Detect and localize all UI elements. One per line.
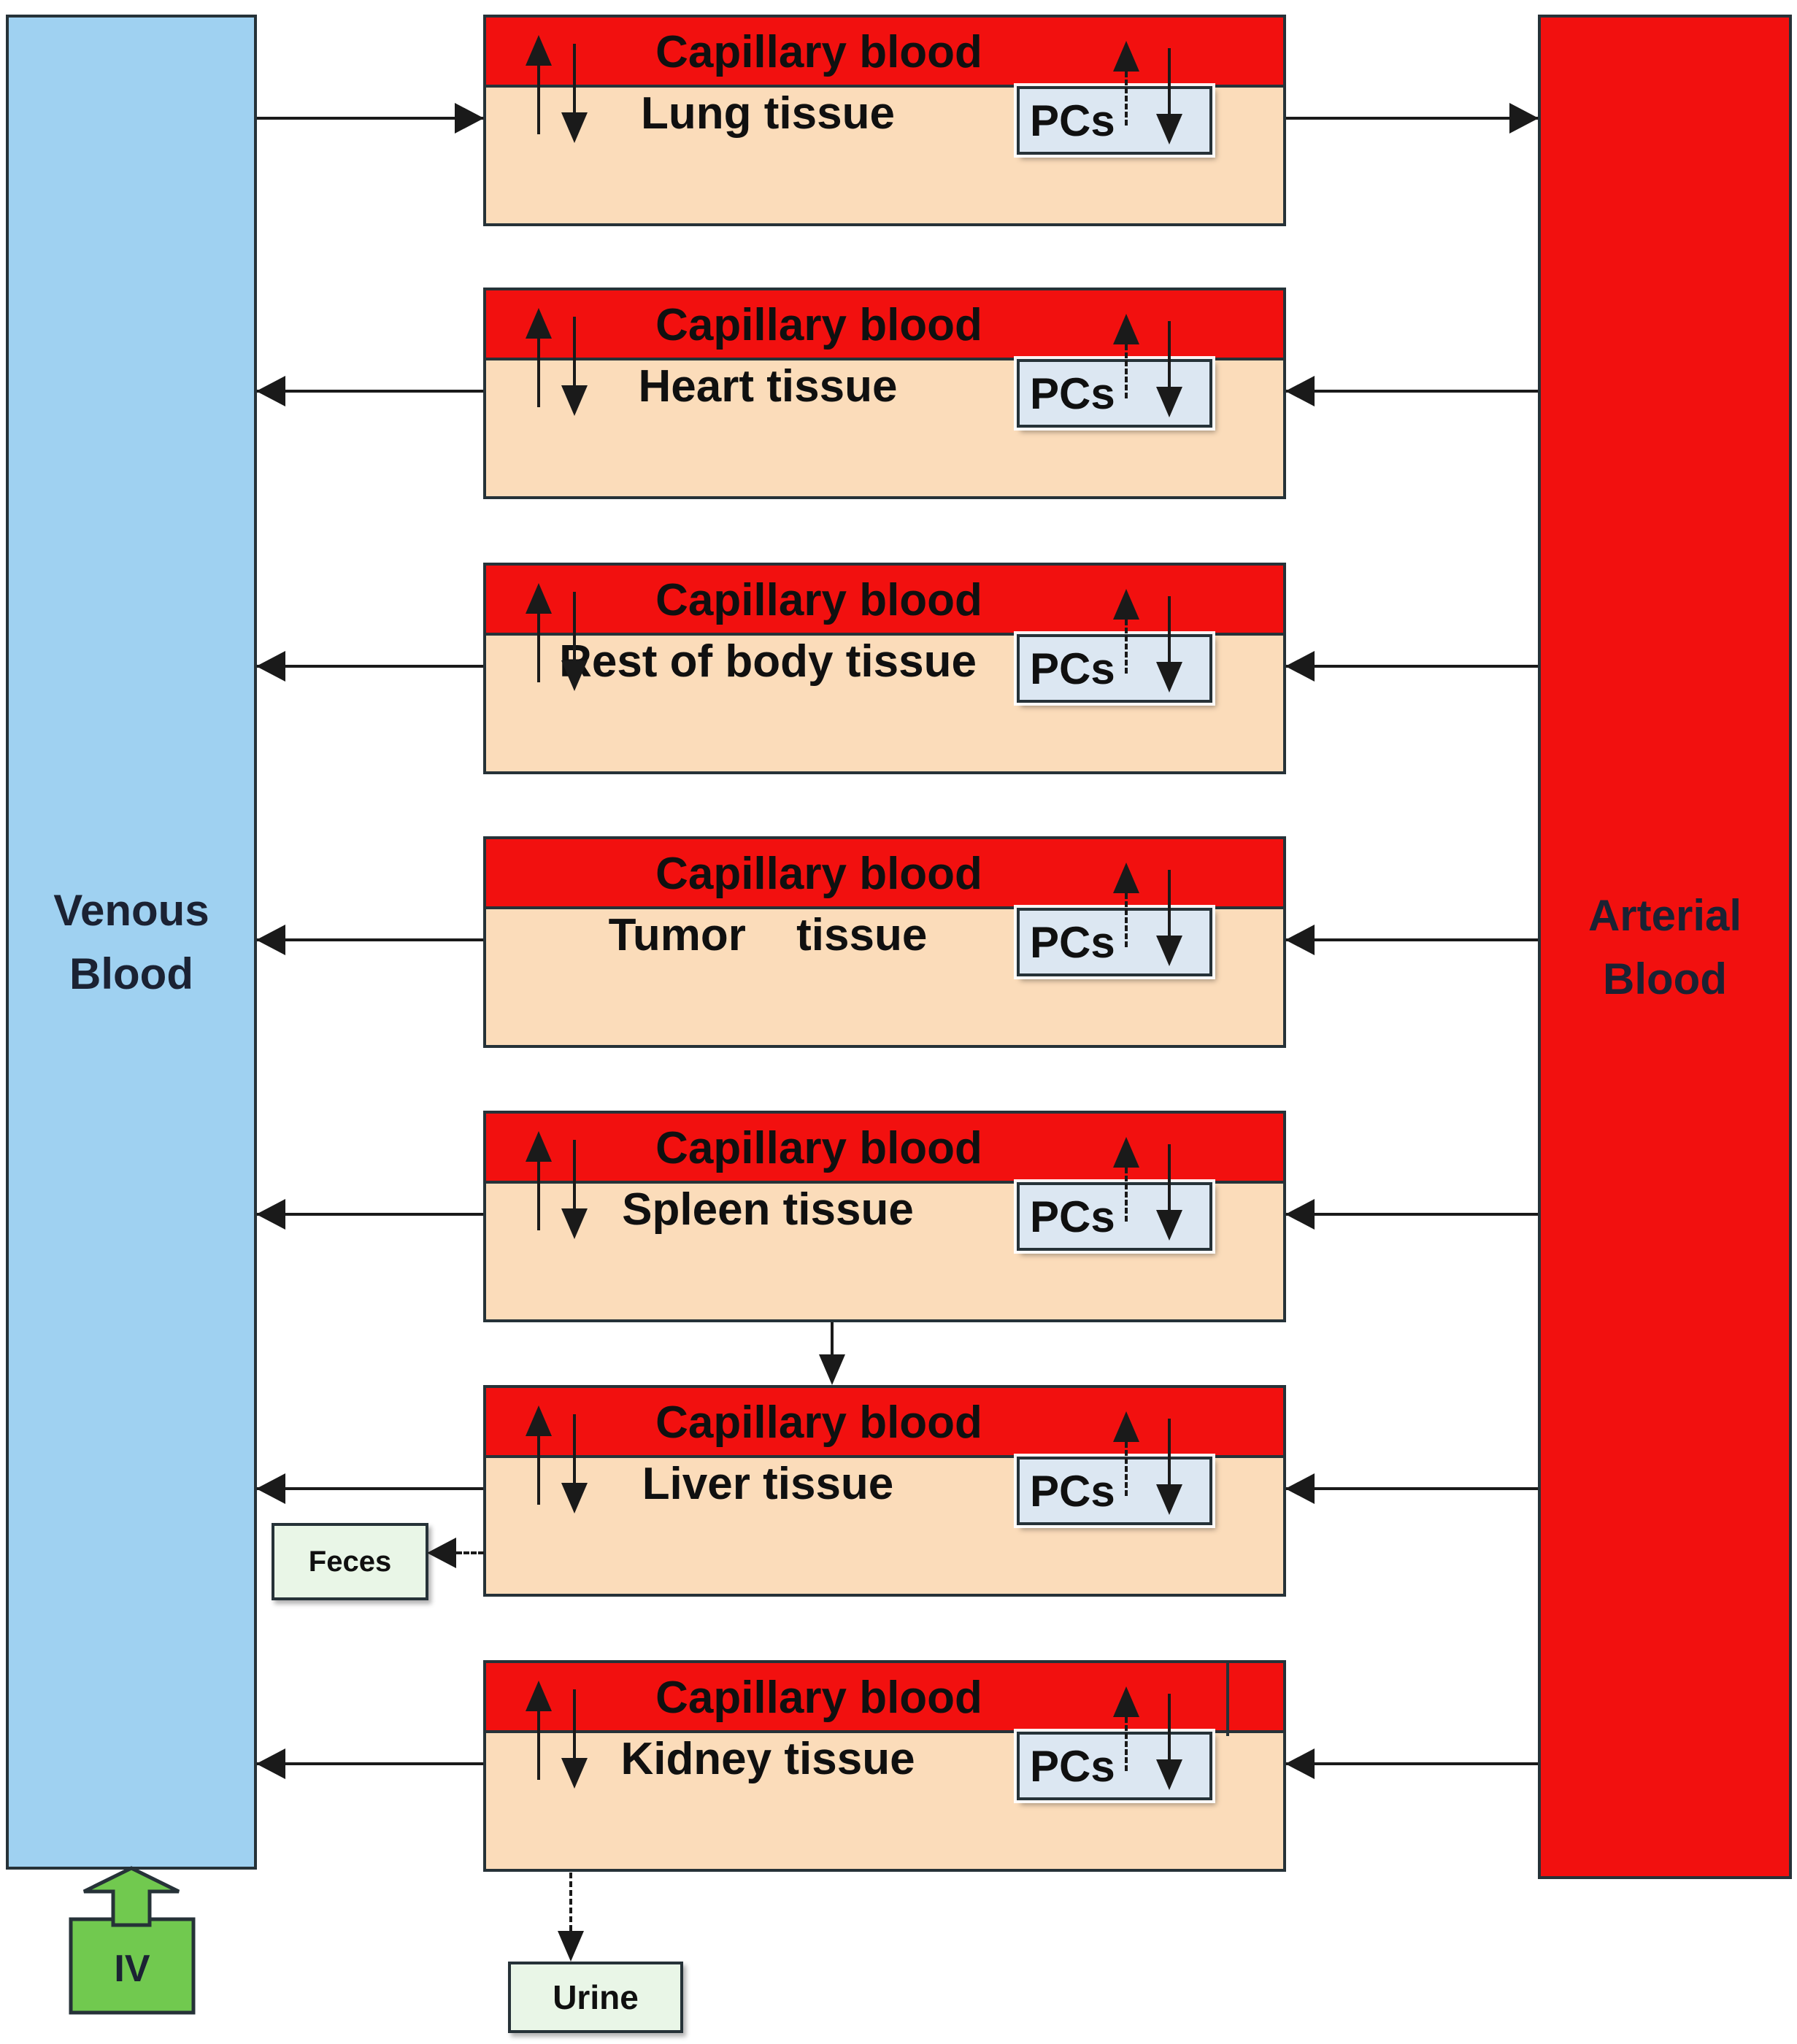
capillary-to-tissue-arrow xyxy=(561,44,588,143)
pcs-box: PCs xyxy=(1017,86,1212,155)
heart-tissue-label: Heart tissue xyxy=(638,361,898,412)
compartment-lung: Capillary blood Lung tissue PCs xyxy=(257,15,1539,226)
pcs-box: PCs xyxy=(1017,1732,1212,1800)
urine-box: Urine xyxy=(508,1962,683,2033)
capillary-blood-label: Capillary blood xyxy=(655,1123,982,1173)
capillary-to-tissue-arrow xyxy=(561,1414,588,1513)
capillary-blood-label: Capillary blood xyxy=(655,1397,982,1448)
pcs-up-dashed-arrow xyxy=(1113,589,1139,674)
capillary-blood-label: Capillary blood xyxy=(655,300,982,350)
capillary-blood-strip xyxy=(483,1385,1286,1458)
pcs-up-dashed-arrow xyxy=(1113,41,1139,126)
capillary-blood-strip xyxy=(483,563,1286,636)
tissue-to-capillary-arrow xyxy=(526,1405,552,1505)
iv-block-arrow-icon: IV xyxy=(69,1866,196,2015)
compartment-kidney: Capillary blood Kidney tissue PCs xyxy=(256,1660,1538,1872)
pcs-label: PCs xyxy=(1030,644,1115,693)
pcs-up-dashed-arrow xyxy=(1113,1137,1139,1222)
tissue-to-capillary-arrow xyxy=(526,308,552,407)
pcs-up-dashed-arrow xyxy=(1113,863,1139,947)
arterial-blood-box: Arterial Blood xyxy=(1538,15,1792,1879)
urine-label: Urine xyxy=(553,1978,639,2016)
pcs-down-arrow xyxy=(1156,48,1182,144)
venous-blood-label: Venous Blood xyxy=(53,886,209,998)
compartment-tumor: Capillary blood Tumor tissue PCs xyxy=(256,836,1538,1048)
capillary-to-tissue-arrow xyxy=(561,1689,588,1789)
capillary-blood-strip xyxy=(483,1660,1286,1736)
pcs-down-arrow xyxy=(1156,596,1182,693)
arterial-blood-label: Arterial Blood xyxy=(1588,890,1742,1003)
tissue-to-capillary-arrow xyxy=(526,1131,552,1230)
capillary-blood-strip xyxy=(483,288,1286,360)
pcs-label: PCs xyxy=(1030,96,1115,145)
pcs-up-dashed-arrow xyxy=(1113,314,1139,398)
liver-to-feces-dashed-arrow xyxy=(427,1538,484,1568)
capillary-to-tissue-arrow xyxy=(561,1140,588,1239)
tissue-to-capillary-arrow xyxy=(526,583,552,682)
pcs-down-arrow xyxy=(1156,870,1182,966)
venous-blood-box: Venous Blood xyxy=(6,15,257,1870)
capillary-blood-strip xyxy=(483,15,1286,88)
capillary-to-tissue-arrow xyxy=(561,317,588,416)
kidney-to-urine-dashed-arrow xyxy=(558,1873,584,1962)
pcs-label: PCs xyxy=(1030,1192,1115,1241)
liver-tissue-label: Liver tissue xyxy=(642,1459,894,1509)
feces-label: Feces xyxy=(308,1545,392,1578)
feces-box: Feces xyxy=(272,1523,428,1600)
rest-of-body-tissue-label: Rest of body tissue xyxy=(559,636,977,687)
compartment-rest-of-body: Capillary blood Rest of body tissue PCs xyxy=(256,563,1538,774)
capillary-blood-label: Capillary blood xyxy=(655,849,982,899)
capillary-blood-label: Capillary blood xyxy=(655,1673,982,1723)
capillary-blood-strip xyxy=(483,836,1286,909)
pcs-label: PCs xyxy=(1030,1466,1115,1516)
capillary-to-tissue-arrow xyxy=(561,592,588,691)
compartment-heart: Capillary blood Heart tissue PCs xyxy=(256,288,1538,499)
pcs-down-arrow xyxy=(1156,321,1182,417)
compartment-liver: Capillary blood Liver tissue PCs xyxy=(256,1385,1538,1597)
capillary-divider-line xyxy=(1226,1663,1229,1736)
lung-tissue-label: Lung tissue xyxy=(641,88,895,139)
pcs-up-dashed-arrow xyxy=(1113,1411,1139,1496)
pcs-down-arrow xyxy=(1156,1419,1182,1515)
iv-injection: IV xyxy=(55,1861,215,2018)
tumor-tissue-label: Tumor tissue xyxy=(608,910,928,960)
pcs-down-arrow xyxy=(1156,1694,1182,1790)
pcs-label: PCs xyxy=(1030,369,1115,418)
capillary-blood-label: Capillary blood xyxy=(655,27,982,77)
pcs-label: PCs xyxy=(1030,1741,1115,1791)
compartment-spleen: Capillary blood Spleen tissue PCs xyxy=(256,1111,1538,1322)
tissue-to-capillary-arrow xyxy=(526,35,552,134)
kidney-tissue-label: Kidney tissue xyxy=(620,1734,915,1784)
capillary-blood-label: Capillary blood xyxy=(655,575,982,625)
iv-label: IV xyxy=(114,1948,150,1990)
spleen-to-liver-arrow xyxy=(819,1322,845,1385)
pcs-label: PCs xyxy=(1030,917,1115,967)
tissue-to-capillary-arrow xyxy=(526,1681,552,1780)
pcs-down-arrow xyxy=(1156,1144,1182,1241)
pcs-up-dashed-arrow xyxy=(1113,1686,1139,1771)
spleen-tissue-label: Spleen tissue xyxy=(622,1184,914,1235)
capillary-blood-strip xyxy=(483,1111,1286,1184)
